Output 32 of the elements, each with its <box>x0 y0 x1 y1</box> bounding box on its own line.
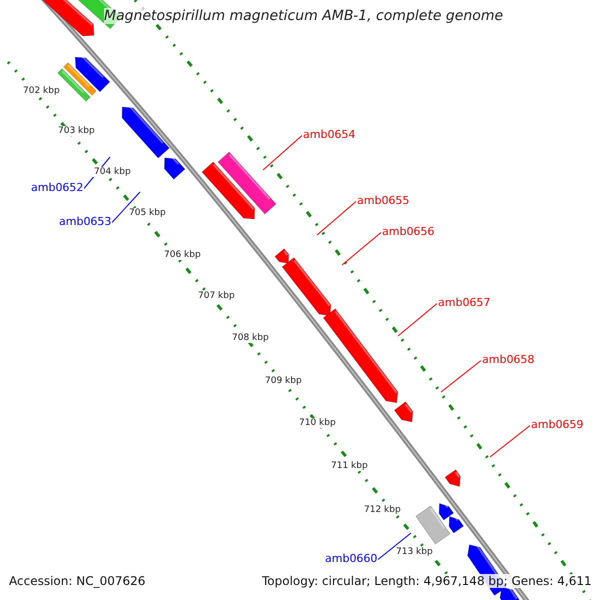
leader-line <box>342 232 382 266</box>
scale-label: 705 kbp <box>128 208 167 218</box>
gene-label: amb0656 <box>381 225 436 238</box>
scale-label: 706 kbp <box>163 250 202 260</box>
scale-label: 707 kbp <box>197 291 236 301</box>
scale-label: 713 kbp <box>395 547 434 557</box>
gene-label: amb0654 <box>302 128 356 141</box>
scale-label: 703 kbp <box>57 126 96 136</box>
leader-line <box>378 532 412 560</box>
gene-label: amb0653 <box>58 215 112 228</box>
gene-label: amb0659 <box>530 418 584 431</box>
gene-label: amb0652 <box>30 181 84 194</box>
scale-label: 711 kbp <box>330 461 369 471</box>
leader-line <box>262 135 302 170</box>
leader-line <box>316 201 356 236</box>
leader-line <box>398 303 438 336</box>
gene-label: amb0657 <box>437 296 492 309</box>
gene-label: amb0660 <box>324 552 378 565</box>
leader-line <box>112 192 140 223</box>
scale-label: 702 kbp <box>22 86 61 96</box>
scale-label: 708 kbp <box>231 333 270 343</box>
accession-note: Accession: NC_007626 <box>9 574 146 588</box>
scale-label: 704 kbp <box>93 167 132 177</box>
gene-label: amb0655 <box>356 194 410 207</box>
scale-label: 709 kbp <box>264 376 303 386</box>
leader-line <box>490 425 530 458</box>
title: Magnetospirillum magneticum AMB-1, complete genome <box>104 8 504 24</box>
gene-label: amb0658 <box>481 353 536 366</box>
genome-summary: Topology: circular; Length: 4,967,148 bp; Genes: 4,611 <box>262 574 592 588</box>
scale-label: 710 kbp <box>298 418 337 428</box>
leader-line <box>440 360 482 392</box>
scale-label: 712 kbp <box>363 505 402 515</box>
